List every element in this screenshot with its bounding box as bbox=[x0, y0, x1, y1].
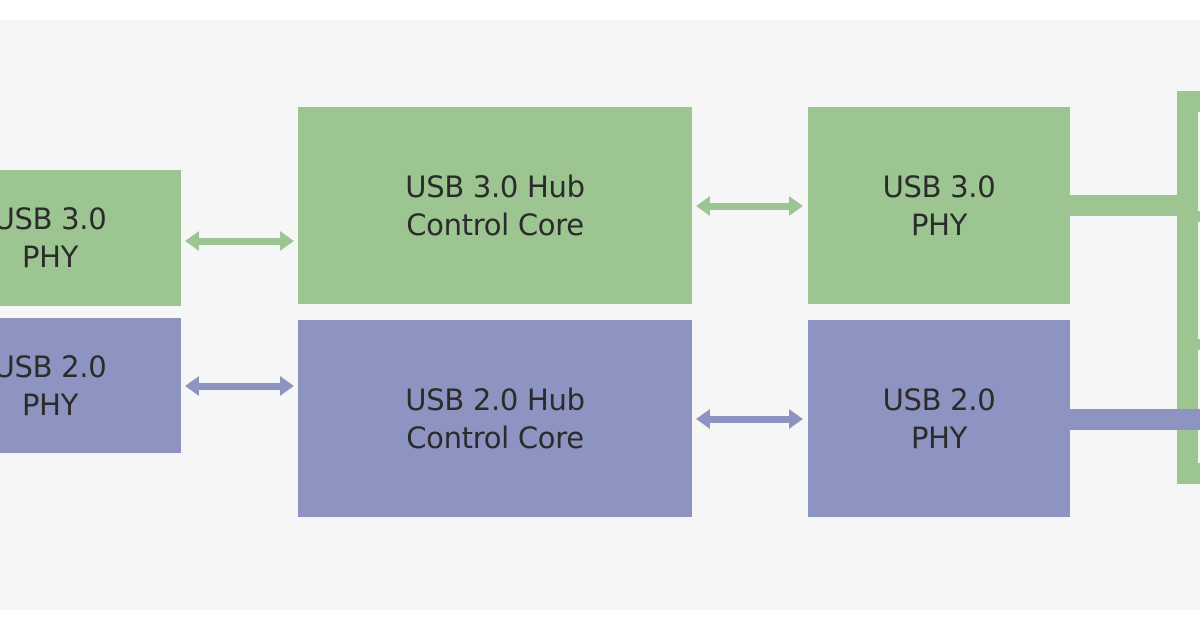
left-usb3-phy-line1: USB 3.0 bbox=[0, 202, 107, 236]
right-usb3-phy-line1: USB 3.0 bbox=[882, 169, 996, 204]
right-usb2-phy-line1: USB 2.0 bbox=[882, 382, 996, 417]
left-usb2-phy-block: USB 2.0 PHY bbox=[0, 318, 181, 453]
right-usb3-phy-line2: PHY bbox=[910, 207, 968, 242]
left-usb3-phy-line2: PHY bbox=[21, 240, 79, 274]
left-usb3-phy-block: USB 3.0 PHY bbox=[0, 170, 181, 306]
right-usb2-phy-line2: PHY bbox=[910, 420, 968, 455]
port-slot bbox=[1198, 350, 1200, 463]
usb3-hub-core-line1: USB 3.0 Hub bbox=[405, 169, 585, 204]
port-slot bbox=[1198, 112, 1200, 211]
usb2-hub-core-line1: USB 2.0 Hub bbox=[405, 382, 585, 417]
right-usb3-phy-block: USB 3.0 PHY bbox=[808, 107, 1070, 304]
left-usb2-phy-line1: USB 2.0 bbox=[0, 349, 107, 384]
port-slot bbox=[1198, 222, 1200, 339]
right-usb2-phy-block: USB 2.0 PHY bbox=[808, 320, 1070, 517]
usb3-hub-control-core-block: USB 3.0 Hub Control Core bbox=[298, 107, 692, 304]
port-connector-block bbox=[1177, 91, 1200, 484]
usb2-hub-control-core-block: USB 2.0 Hub Control Core bbox=[298, 320, 692, 517]
usb3-hub-core-line2: Control Core bbox=[406, 207, 584, 242]
left-usb2-phy-line2: PHY bbox=[21, 387, 79, 422]
usb2-hub-core-line2: Control Core bbox=[406, 420, 584, 455]
